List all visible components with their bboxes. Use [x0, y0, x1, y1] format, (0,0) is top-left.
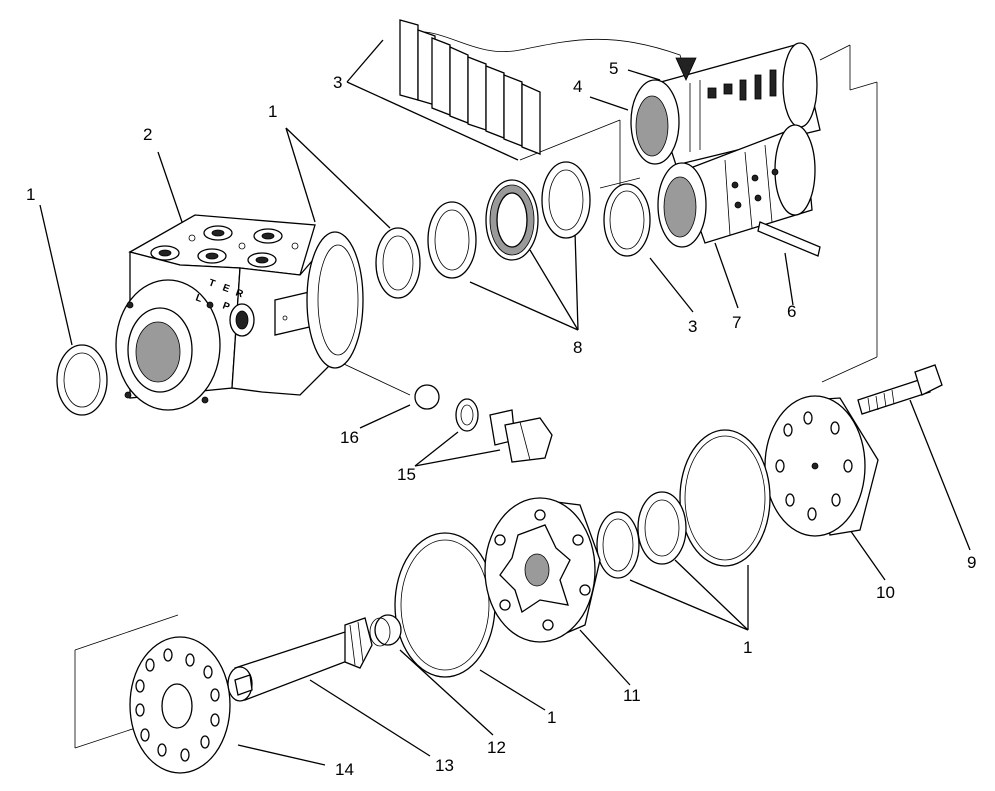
seals-upper	[56, 227, 421, 416]
port-mark-p: P	[221, 300, 231, 313]
sleeve	[657, 124, 816, 248]
port-mark-l: L	[194, 292, 204, 304]
callout-5: 5	[609, 59, 618, 78]
callout-6: 6	[787, 302, 796, 321]
spool	[630, 42, 821, 166]
callout-15: 15	[397, 465, 416, 484]
port-mark-e: E	[221, 282, 231, 295]
port-mark-r: R	[234, 287, 245, 300]
callout-14: 14	[335, 760, 354, 779]
callout-16: 16	[340, 428, 359, 447]
callout-10: 10	[876, 583, 895, 602]
ring-item-3	[603, 183, 651, 257]
callout-4: 4	[573, 77, 582, 96]
callout-9: 9	[967, 553, 976, 572]
callout-7: 7	[732, 313, 741, 332]
centering-springs	[399, 19, 691, 155]
gerotor-set	[484, 497, 601, 643]
seals-lower	[394, 429, 771, 678]
callout-1-left: 1	[26, 185, 35, 204]
port-mark-t: T	[207, 277, 217, 289]
callout-2: 2	[143, 125, 152, 144]
drive-shaft	[227, 617, 373, 702]
callout-3-mid: 3	[688, 317, 697, 336]
wear-plate	[129, 636, 231, 774]
callout-12: 12	[487, 738, 506, 757]
bearing-assembly	[427, 161, 591, 279]
spacer	[369, 614, 402, 647]
callout-8: 8	[573, 338, 582, 357]
callout-1-top: 1	[268, 102, 277, 121]
callout-3-top: 3	[333, 73, 342, 92]
arrow-indicator-icon	[675, 57, 697, 81]
pin	[757, 221, 821, 257]
callout-labels: 1 2 1 3 4 5 3 7 6 8 16 15 9 10 1 11 1 12…	[26, 59, 976, 779]
check-ball-and-plug	[414, 384, 553, 463]
callout-1-bottom-right: 1	[743, 638, 752, 657]
callout-11: 11	[623, 686, 641, 705]
cap-screw	[857, 364, 943, 415]
callout-13: 13	[435, 756, 454, 775]
callout-1-bottom: 1	[547, 708, 556, 727]
end-cap	[764, 395, 879, 537]
valve-housing: T E R L P	[115, 214, 364, 411]
